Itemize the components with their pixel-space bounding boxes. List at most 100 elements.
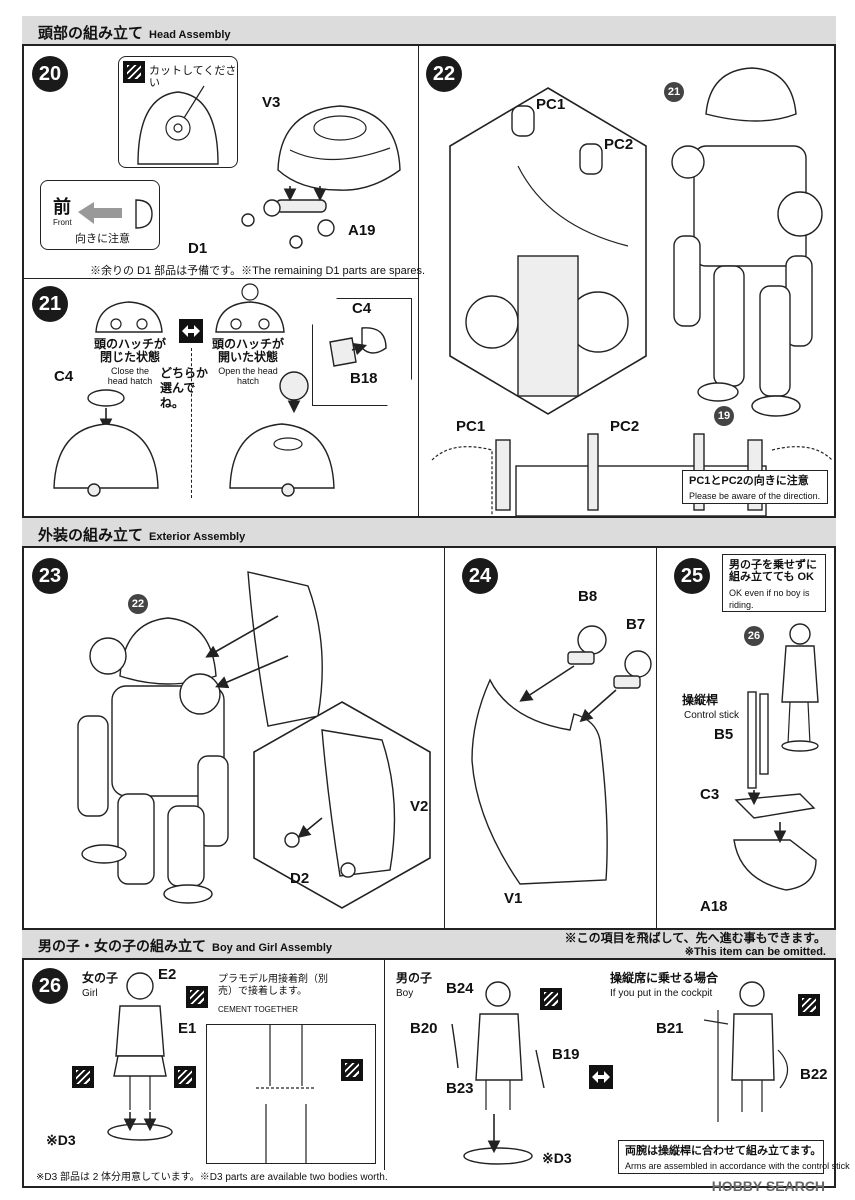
pc-direction-note-box: PC1とPC2の向きに注意 Please be aware of the dir… [682,470,828,504]
part-label-v1: V1 [504,890,523,907]
open-head-assembly [229,423,335,497]
omit-note-jp: ※この項目を飛ばして、先へ進む事もできます。 [564,931,826,945]
boy-figure-small [781,623,819,752]
part-label-a19: A19 [348,222,376,239]
section-divider-exterior [22,516,836,518]
part-label-b18: B18 [350,370,378,387]
part-label-c3: C3 [700,786,720,803]
closed-head-assembly [53,389,159,497]
ref-step-19: 19 [714,406,734,426]
row-divider [22,278,418,279]
part-label-v2: V2 [410,798,429,815]
v2-detail-hexagon [253,701,431,909]
robot-exterior-drawing [77,571,323,904]
part-label-b19: B19 [552,1046,580,1063]
part-label-b24: B24 [446,980,474,997]
cement-icon [186,986,208,1008]
cut-detail-drawing [137,85,219,165]
section-title-jp: 外装の組み立て [38,527,144,544]
part-label-pc1-bottom: PC1 [456,418,486,435]
robot-body-drawing [671,67,823,417]
part-label-d3-boy: ※D3 [542,1150,572,1166]
step-22-badge: 22 [426,56,462,92]
no-boy-note-box: 男の子を乗せずに組み立てても OK OK even if no boy is r… [722,554,826,612]
ref-step-21: 21 [664,82,684,102]
boy-en: Boy [396,988,414,999]
part-label-e1: E1 [178,1020,197,1037]
no-boy-en: OK even if no boy is riding. [729,588,810,610]
choose-note: どちらか選んでね。 [160,366,209,410]
section-title-en: Boy and Girl Assembly [212,942,333,954]
pc-direction-en: Please be aware of the direction. [689,491,821,501]
column-divider [444,548,445,928]
part-label-pc2-bottom: PC2 [610,418,640,435]
front-arrow-icon [78,199,153,229]
front-en: Front [53,218,72,227]
open-hatch-jp: 頭のハッチが開いた状態 [211,337,284,364]
part-label-a18: A18 [700,898,728,915]
girl-figure [107,972,173,1141]
hatch-parts-drawing [329,327,387,367]
direction-note: 向きに注意 [75,233,130,245]
cement-icon [174,1066,196,1088]
girl-leg-detail-box [206,1024,376,1164]
pc-direction-jp: PC1とPC2の向きに注意 [689,475,809,487]
step-24-badge: 24 [462,558,498,594]
arms-jp: 両腕は操縦桿に合わせて組み立てます。 [625,1145,822,1157]
cockpit-jp: 操縦席に乗せる場合 [610,971,719,985]
part-label-d1: D1 [188,240,208,257]
step-25-badge: 25 [674,558,710,594]
step-26-badge: 26 [32,968,68,1004]
a19-d1-assembly [241,186,335,249]
closed-hatch-icon [95,301,163,333]
d3-note: ※D3 部品は 2 体分用意しています。※D3 parts are availa… [36,1172,388,1183]
section-title-en: Head Assembly [149,29,231,41]
control-stick-en: Control stick [684,710,740,721]
closed-hatch-jp: 頭のハッチが閉じた状態 [93,337,166,364]
column-divider [384,960,385,1170]
cement-icon [72,1066,94,1088]
choice-divider [191,348,192,498]
boy-jp: 男の子 [396,971,433,985]
closed-hatch-en: Close the head hatch [107,366,153,386]
open-hatch-icon [215,283,285,333]
girl-jp: 女の子 [82,971,119,985]
either-or-icon [589,1065,613,1089]
either-or-icon [179,319,203,343]
spare-note: ※余りの D1 部品は予備です。※The remaining D1 parts … [90,265,426,277]
cement-en: CEMENT TOGETHER [218,1005,299,1014]
part-label-pc2: PC2 [604,136,634,153]
cement-icon [540,988,562,1010]
part-label-b22: B22 [800,1066,828,1083]
column-divider [656,548,657,928]
shoulder-detail-hexagon [449,87,647,415]
v1-armor-drawing [471,625,652,885]
ref-step-22: 22 [128,594,148,614]
step-23-badge: 23 [32,558,68,594]
part-label-d3-girl: ※D3 [46,1132,76,1148]
section-boygirl-header: 男の子・女の子の組み立て Boy and Girl Assembly ※この項目を… [22,930,836,960]
section-title-jp: 男の子・女の子の組み立て [38,938,206,954]
omit-note-en: ※This item can be omitted. [684,946,826,958]
girl-leg-detail-drawing [256,1024,316,1164]
section-title-en: Exterior Assembly [149,531,246,543]
section-divider-boygirl [22,928,836,930]
front-jp: 前 [53,197,71,217]
part-label-b23: B23 [446,1080,474,1097]
cement-icon [341,1059,363,1081]
open-hatch-en: Open the head hatch [218,366,278,386]
watermark: HOBBY SEARCH [711,1178,825,1194]
part-label-d2: D2 [290,870,310,887]
part-label-c4-closed: C4 [54,368,74,385]
boy-figure [451,981,545,1165]
part-label-b20: B20 [410,1020,438,1037]
arms-note-box: 両腕は操縦桿に合わせて組み立てます。 Arms are assembled in… [618,1140,850,1174]
ref-step-26: 26 [744,626,764,646]
cement-jp: プラモデル用接着剤（別売）で接着します。 [218,974,328,997]
part-label-pc1: PC1 [536,96,566,113]
no-boy-jp: 男の子を乗せずに組み立てても OK [729,559,817,583]
part-label-b8: B8 [578,588,598,605]
cut-icon [123,61,145,83]
column-divider [418,46,419,516]
